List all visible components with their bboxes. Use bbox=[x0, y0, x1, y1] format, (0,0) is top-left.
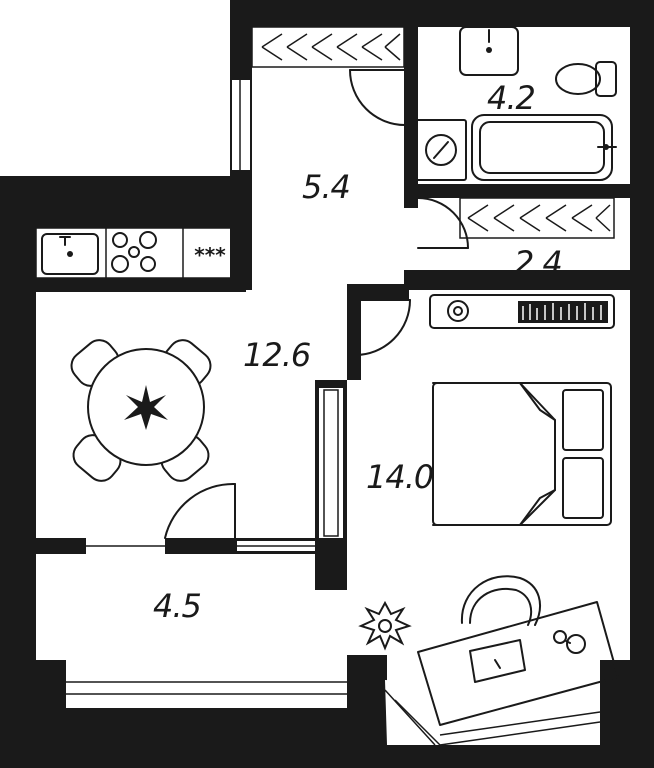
dining-table bbox=[70, 339, 212, 482]
bedroom-shelf bbox=[429, 294, 615, 329]
hallway-wardrobe bbox=[251, 26, 405, 68]
room-area-balcony: 4.5 bbox=[153, 587, 201, 625]
room-area-wardrobe: 2.4 bbox=[514, 244, 562, 282]
desk-with-chair bbox=[417, 575, 619, 726]
cooktop-symbol: *** bbox=[194, 243, 226, 267]
room-area-bathroom: 4.2 bbox=[487, 79, 535, 117]
room-area-bedroom: 14.0 bbox=[366, 458, 433, 496]
kitchen-counter bbox=[35, 227, 237, 279]
room-area-corridor: 5.4 bbox=[302, 168, 350, 206]
bathroom-fixtures bbox=[415, 26, 617, 181]
bed bbox=[432, 382, 612, 526]
plant bbox=[358, 600, 412, 651]
wardrobe-closet bbox=[459, 197, 615, 239]
windows bbox=[66, 80, 601, 746]
doors bbox=[164, 69, 469, 539]
room-area-kitchen-living: 12.6 bbox=[243, 336, 310, 374]
